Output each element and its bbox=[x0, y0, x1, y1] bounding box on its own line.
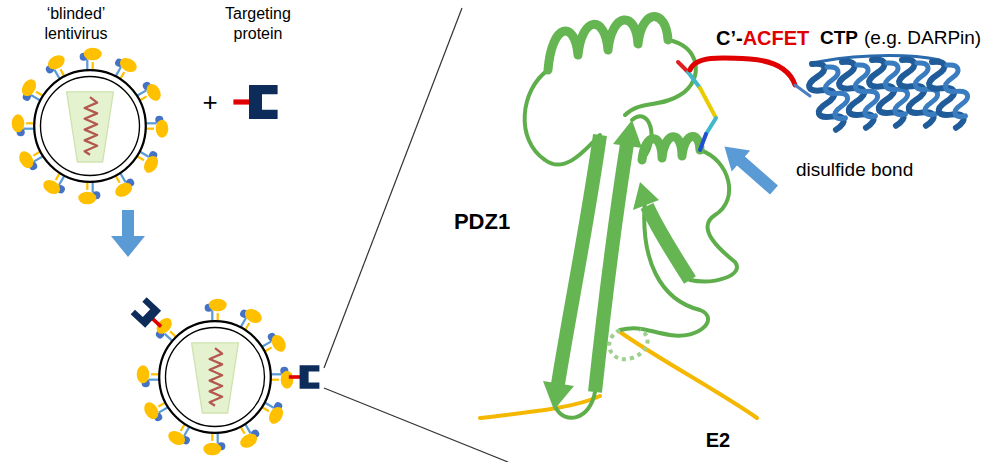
disulfide-stick bbox=[700, 88, 716, 118]
beta-strand bbox=[647, 206, 690, 280]
sequence-label: ACFET bbox=[743, 26, 810, 51]
loop bbox=[620, 200, 708, 336]
terminus-label: C’- bbox=[716, 26, 743, 51]
loop bbox=[525, 70, 600, 165]
beta-strand-head bbox=[633, 182, 659, 210]
residue-stick bbox=[700, 134, 706, 150]
chain-label: E2 bbox=[706, 428, 730, 453]
figure-label: ‘blinded’ lentivirus bbox=[28, 4, 124, 44]
targeting-protein bbox=[289, 365, 320, 388]
process-arrow bbox=[111, 210, 145, 257]
plus-sign: + bbox=[202, 86, 217, 119]
beta-strand-head bbox=[543, 381, 574, 410]
targeting-protein bbox=[131, 297, 169, 335]
virus-body bbox=[34, 70, 146, 182]
darpin-repeat bbox=[862, 52, 916, 129]
annotation-label: disulfide bond bbox=[796, 158, 913, 182]
darpin-repeat bbox=[922, 54, 976, 131]
residue-stick bbox=[706, 118, 716, 134]
protein-label: CTP bbox=[820, 26, 858, 50]
figure-label: Targeting protein bbox=[210, 4, 306, 44]
alpha-helix bbox=[642, 136, 700, 160]
envelope-spike bbox=[203, 433, 225, 456]
e2-chain bbox=[620, 332, 757, 418]
envelope-spike bbox=[205, 299, 227, 322]
residue-stick bbox=[688, 72, 700, 88]
darpin-repeat bbox=[832, 54, 886, 131]
envelope-spike bbox=[80, 48, 102, 71]
targeting-protein bbox=[233, 85, 277, 119]
zoom-line bbox=[324, 388, 508, 462]
targeted-lentivirus bbox=[131, 297, 320, 455]
darpin-ribbon bbox=[802, 52, 976, 133]
disordered-loop bbox=[609, 330, 647, 359]
envelope-spike bbox=[146, 116, 169, 138]
darpin-repeat bbox=[802, 56, 856, 133]
envelope-spike bbox=[12, 114, 35, 136]
blinded-lentivirus bbox=[12, 48, 169, 205]
pdz1-ribbon bbox=[525, 16, 737, 417]
domain-label: PDZ1 bbox=[454, 208, 510, 236]
loop bbox=[625, 40, 696, 115]
peptide-tail bbox=[690, 58, 795, 85]
protein-label: (e.g. DARPin) bbox=[864, 26, 981, 50]
envelope-spike bbox=[78, 182, 100, 205]
beta-strand-head bbox=[613, 120, 642, 148]
residue-stick bbox=[678, 62, 688, 72]
pointer-arrow bbox=[715, 136, 783, 201]
virus-body bbox=[159, 321, 271, 433]
zoom-line bbox=[324, 8, 462, 368]
beta-strand bbox=[595, 144, 627, 392]
loop bbox=[690, 150, 737, 281]
envelope-spike bbox=[137, 365, 160, 387]
alpha-helix bbox=[548, 16, 668, 70]
